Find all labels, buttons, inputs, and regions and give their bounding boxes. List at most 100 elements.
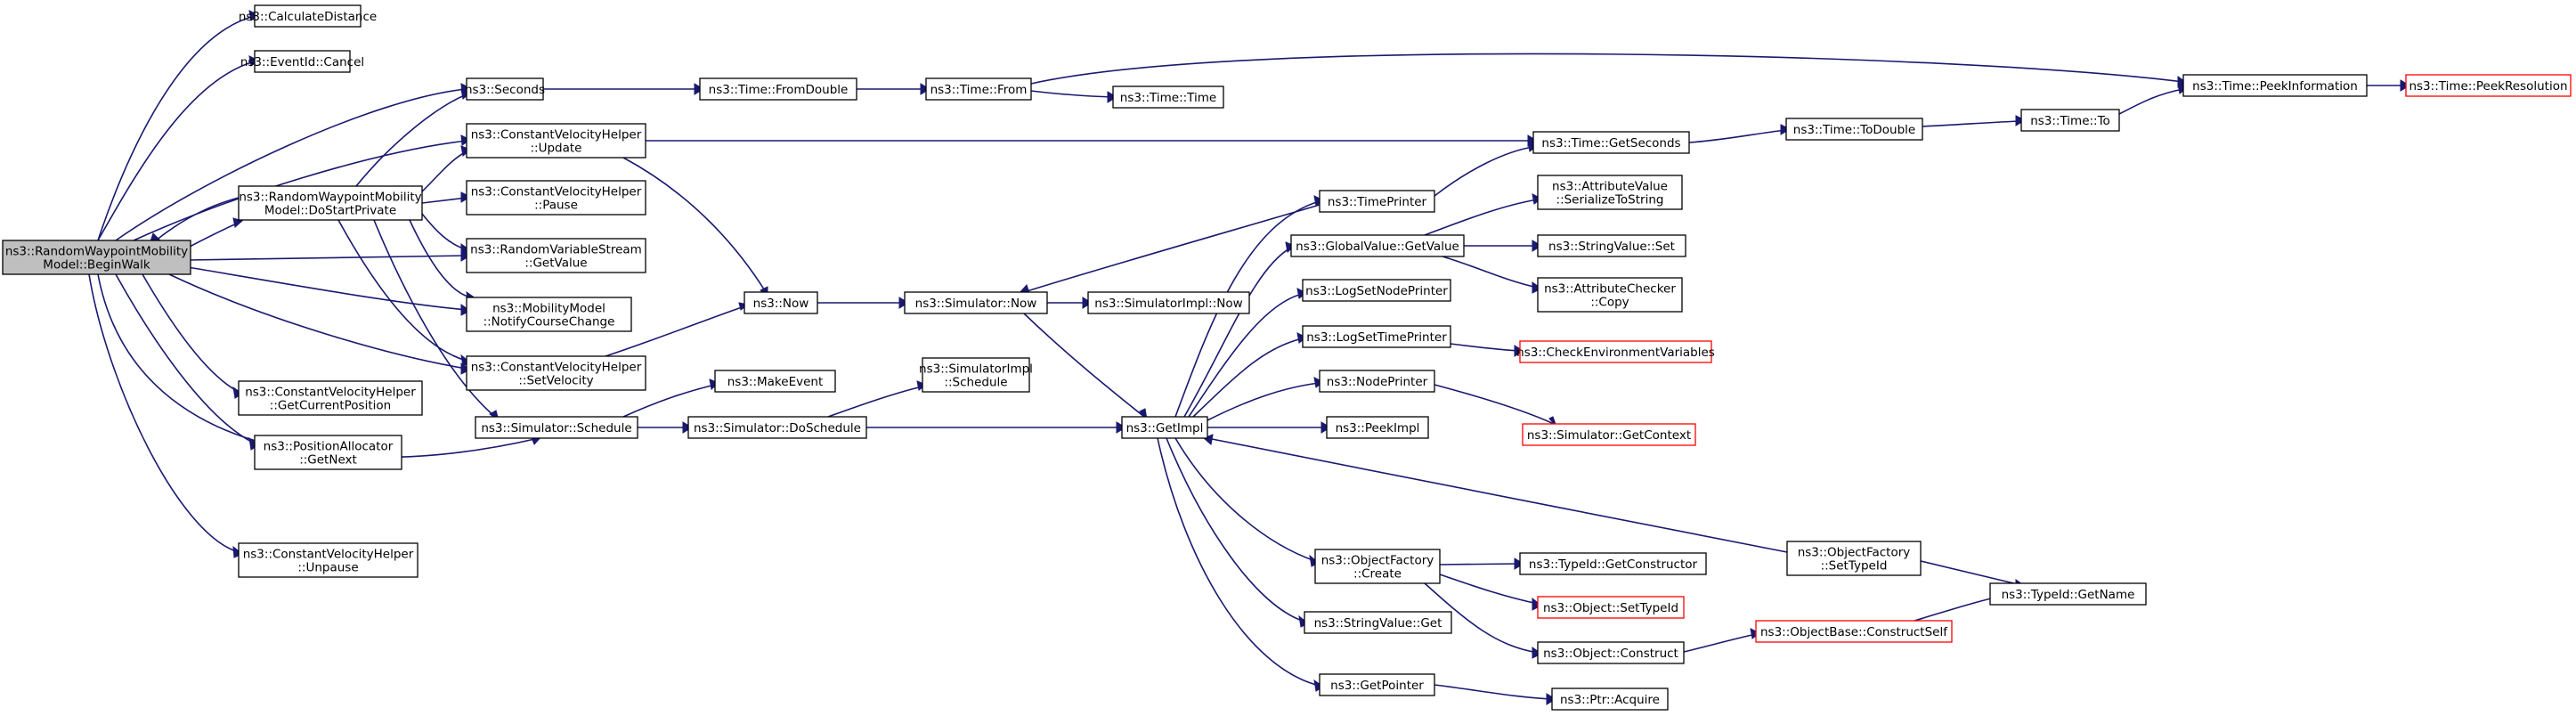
node-of_create[interactable]: ns3::ObjectFactory::Create [1314, 549, 1441, 584]
edge-gv-accopy-line [1442, 256, 1539, 289]
node-simnow[interactable]: ns3::Simulator::Now [904, 291, 1048, 314]
node-tid_getctor[interactable]: ns3::TypeId::GetConstructor [1519, 552, 1707, 575]
edge-begin-cvhgetpos-line [142, 273, 240, 393]
node-todouble[interactable]: ns3::Time::ToDouble [1785, 118, 1923, 141]
node-nodeprinter[interactable]: ns3::NodePrinter [1319, 370, 1435, 393]
edge-dostart-simsched-line [373, 219, 496, 418]
node-peekres[interactable]: ns3::Time::PeekResolution [2405, 74, 2572, 97]
node-timefrom[interactable]: ns3::Time::From [925, 77, 1032, 101]
node-obj_settypeid[interactable]: ns3::Object::SetTypeId [1537, 596, 1685, 619]
edge-dostart-begin [149, 197, 240, 245]
node-cvh_getpos[interactable]: ns3::ConstantVelocityHelper::GetCurrentP… [238, 380, 423, 416]
node-label: ns3::StringValue::Get [1314, 616, 1442, 631]
edge-ofcreate-objconstruct-arrowhead [1532, 647, 1542, 659]
edge-ofcreate-objconstruct-line [1424, 582, 1539, 654]
node-getimpl[interactable]: ns3::GetImpl [1121, 416, 1208, 439]
edge-gv-svset [1464, 240, 1542, 252]
edge-gv-accopy [1442, 256, 1542, 294]
node-box [2, 240, 191, 275]
node-checkenv[interactable]: ns3::CheckEnvironmentVariables [1516, 340, 1715, 363]
node-label: ns3::Time::From [930, 83, 1028, 97]
edge-gv-accopy-arrowhead [1532, 281, 1542, 294]
node-sv_set[interactable]: ns3::StringValue::Set [1537, 234, 1686, 257]
node-box [2182, 74, 2368, 97]
node-label: ns3::NodePrinter [1327, 375, 1428, 389]
node-obj_construct[interactable]: ns3::Object::Construct [1537, 641, 1685, 664]
node-gv_getvalue[interactable]: ns3::GlobalValue::GetValue [1290, 234, 1465, 257]
node-label: ns3::TypeId::GetConstructor [1529, 557, 1698, 572]
node-cvh_setvel[interactable]: ns3::ConstantVelocityHelper::SetVelocity [466, 355, 646, 391]
node-box [254, 4, 362, 28]
node-simimpl_sched[interactable]: ns3::SimulatorImpl::Schedule [919, 357, 1033, 393]
edge-ofsettypeid-tidgetname-line [1920, 560, 2022, 586]
node-peekimpl[interactable]: ns3::PeekImpl [1326, 416, 1429, 439]
node-doschedule[interactable]: ns3::Simulator::DoSchedule [687, 416, 867, 439]
edge-dostart-cvhpause [421, 191, 472, 204]
edge-timeprinter-simnow [1018, 204, 1321, 297]
node-sim_schedule[interactable]: ns3::Simulator::Schedule [475, 416, 638, 439]
node-label: ::SetTypeId [1821, 559, 1888, 574]
node-label: ns3::Time::FromDouble [709, 83, 849, 97]
node-now[interactable]: ns3::Now [744, 291, 818, 314]
node-label: ns3::Time::Time [1120, 91, 1216, 105]
node-pa_getnext[interactable]: ns3::PositionAllocator::GetNext [254, 435, 402, 470]
edge-ofcreate-tidctor-line [1439, 563, 1521, 565]
node-simimpl_now[interactable]: ns3::SimulatorImpl::Now [1087, 291, 1250, 314]
node-timeto[interactable]: ns3::Time::To [2020, 109, 2120, 132]
edge-now-simnow [817, 297, 909, 309]
node-ptr_acquire[interactable]: ns3::Ptr::Acquire [1551, 688, 1669, 711]
node-sv_get[interactable]: ns3::StringValue::Get [1304, 611, 1452, 634]
node-sim_getcontext[interactable]: ns3::Simulator::GetContext [1522, 423, 1696, 446]
node-fromdouble[interactable]: ns3::Time::FromDouble [699, 77, 857, 101]
node-getseconds[interactable]: ns3::Time::GetSeconds [1532, 131, 1690, 154]
edge-begin-eventcancel-line [97, 61, 256, 241]
node-label: ns3::SimulatorImpl::Now [1094, 297, 1242, 311]
call-graph-edges [88, 10, 2410, 705]
edge-begin-cvhsetvel-line [168, 273, 467, 370]
node-label: ns3::SimulatorImpl [919, 362, 1033, 377]
node-box [1302, 325, 1451, 348]
edge-peekinfo-peekres [2367, 79, 2410, 92]
node-lognodeprinter[interactable]: ns3::LogSetNodePrinter [1302, 279, 1451, 302]
node-timeprinter[interactable]: ns3::TimePrinter [1319, 190, 1435, 213]
edge-nodeprinter-simgetcontext [1434, 384, 1557, 427]
node-eventcancel[interactable]: ns3::EventId::Cancel [240, 50, 364, 73]
node-tid_getname[interactable]: ns3::TypeId::GetName [1989, 582, 2147, 606]
node-label: ns3::CalculateDistance [239, 10, 377, 24]
node-cvh_pause[interactable]: ns3::ConstantVelocityHelper::Pause [466, 180, 646, 216]
node-box [254, 435, 402, 470]
node-av_serialize[interactable]: ns3::AttributeValue::SerializeToString [1537, 175, 1683, 210]
edge-getimpl-peekimpl-arrowhead [1321, 421, 1331, 434]
node-beginwalk[interactable]: ns3::RandomWaypointMobilityModel::BeginW… [2, 240, 191, 275]
node-calcdist[interactable]: ns3::CalculateDistance [239, 4, 377, 28]
node-getpointer[interactable]: ns3::GetPointer [1319, 673, 1435, 696]
node-logtimeprinter[interactable]: ns3::LogSetTimePrinter [1302, 325, 1451, 348]
node-of_settypeid[interactable]: ns3::ObjectFactory::SetTypeId [1786, 541, 1922, 576]
edge-simsched-doschedule [638, 421, 693, 434]
edge-dostart-rvs-arrowhead [460, 243, 471, 256]
node-cvh_update[interactable]: ns3::ConstantVelocityHelper::Update [466, 123, 646, 159]
node-box [254, 50, 351, 73]
node-box [744, 291, 818, 314]
node-ac_copy[interactable]: ns3::AttributeChecker::Copy [1537, 277, 1683, 313]
edge-doschedule-simimplsched [827, 380, 928, 418]
edge-begin-calcdist [97, 10, 259, 241]
node-box [714, 370, 836, 393]
node-rvs_getvalue[interactable]: ns3::RandomVariableStream::GetValue [466, 238, 646, 273]
node-cvh_unpause[interactable]: ns3::ConstantVelocityHelper::Unpause [238, 542, 418, 578]
node-label: ns3::Time::PeekInformation [2192, 79, 2358, 94]
node-label: Model::DoStartPrivate [264, 204, 396, 218]
edge-getimpl-logtimeprinter-line [1192, 338, 1304, 418]
node-label: ns3::Seconds [465, 83, 545, 97]
node-dostart[interactable]: ns3::RandomWaypointMobilityModel::DoStar… [238, 185, 423, 221]
node-box [1786, 541, 1922, 576]
node-seconds[interactable]: ns3::Seconds [465, 77, 545, 101]
node-ob_constructself[interactable]: ns3::ObjectBase::ConstructSelf [1755, 620, 1953, 643]
edge-dostart-mmnotify-line [409, 219, 473, 298]
node-mm_notify[interactable]: ns3::MobilityModel::NotifyCourseChange [466, 297, 632, 332]
edge-peekinfo-peekres-arrowhead [2400, 79, 2410, 92]
node-peekinfo[interactable]: ns3::Time::PeekInformation [2182, 74, 2368, 97]
node-makeevent[interactable]: ns3::MakeEvent [714, 370, 836, 393]
node-timetime[interactable]: ns3::Time::Time [1112, 85, 1224, 109]
